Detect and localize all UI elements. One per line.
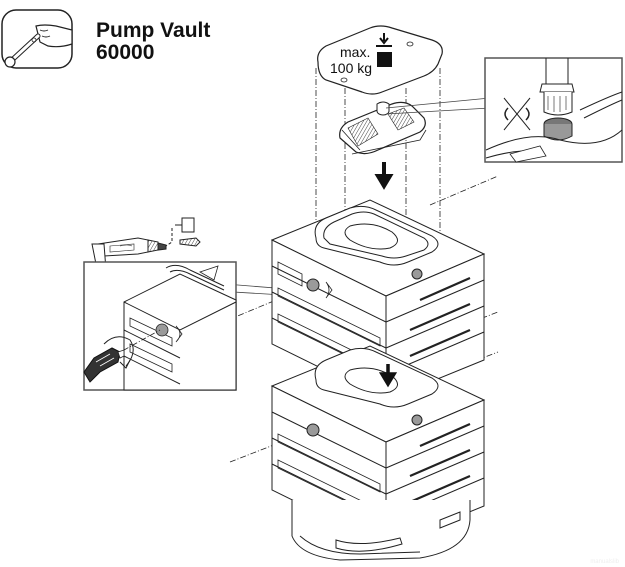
lid-label-max: max. <box>340 44 370 60</box>
cable-entry-hole <box>411 268 423 280</box>
lid: max. 100 kg <box>317 25 443 95</box>
product-title-line1: Pump Vault <box>96 19 211 42</box>
insert-arrow-icon <box>378 364 398 388</box>
vault-base <box>291 500 471 561</box>
product-title: Pump Vault 60000 <box>96 20 210 64</box>
weight-down-arrow-icon <box>376 33 392 67</box>
do-not-twist-icon <box>503 97 531 131</box>
rotate-arrow-icon <box>103 336 134 369</box>
upper-vault-module <box>270 199 486 401</box>
cable-entry-hole <box>411 414 423 426</box>
cable-entry-hole <box>306 423 320 437</box>
wrench-hand-icon <box>0 8 74 70</box>
cable-entry-hole <box>306 278 320 292</box>
insert-arrow-icon <box>374 162 394 190</box>
watermark: manualslib <box>590 559 619 565</box>
cable-entry-detail <box>83 261 237 391</box>
pump <box>339 101 427 155</box>
lid-label-weight: 100 kg <box>330 60 372 76</box>
hole-saw-bit <box>165 217 201 247</box>
cable-gland <box>83 347 125 383</box>
product-title-line2: 60000 <box>96 41 155 64</box>
hose-connector-detail <box>484 57 623 163</box>
